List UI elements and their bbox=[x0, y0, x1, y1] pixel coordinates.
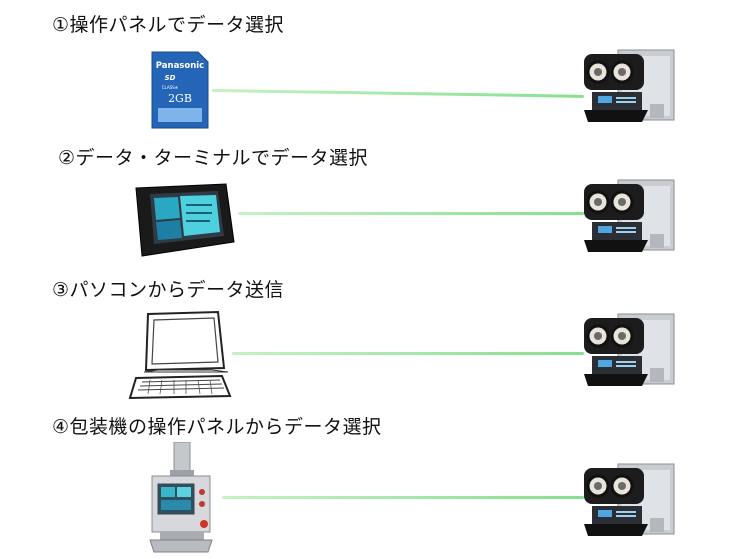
connection-line-3 bbox=[232, 352, 584, 355]
row-4: ④包装機の操作パネルからデータ選択 bbox=[0, 408, 745, 553]
caption-4: ④包装機の操作パネルからデータ選択 bbox=[52, 416, 382, 438]
caption-2: ②データ・ターミナルでデータ選択 bbox=[58, 147, 369, 169]
printer-unit-icon bbox=[578, 174, 680, 254]
row-2: ②データ・ターミナルでデータ選択 bbox=[0, 140, 745, 280]
connection-line-2 bbox=[238, 212, 584, 215]
row-3: ③パソコンからデータ送信 bbox=[0, 272, 745, 412]
caption-3: ③パソコンからデータ送信 bbox=[52, 279, 285, 301]
row-1: ①操作パネルでデータ選択 Panasonic SD CLASS④ 2GB bbox=[0, 0, 745, 140]
packaging-machine-panel-icon bbox=[146, 442, 216, 554]
printer-unit-icon bbox=[578, 308, 680, 388]
printer-unit-icon bbox=[578, 44, 680, 124]
connection-line-4 bbox=[222, 496, 584, 499]
sd-brand: Panasonic bbox=[156, 61, 204, 71]
sd-logo: SD bbox=[165, 74, 176, 82]
sd-capacity: 2GB bbox=[168, 92, 192, 105]
caption-1: ①操作パネルでデータ選択 bbox=[52, 14, 285, 36]
personal-computer-icon bbox=[128, 310, 232, 402]
connection-line-1 bbox=[211, 89, 584, 98]
printer-unit-icon bbox=[578, 458, 680, 538]
data-terminal-icon bbox=[128, 180, 240, 262]
sd-card-icon: Panasonic SD CLASS④ 2GB bbox=[148, 50, 210, 130]
sd-class: CLASS④ bbox=[162, 85, 179, 90]
